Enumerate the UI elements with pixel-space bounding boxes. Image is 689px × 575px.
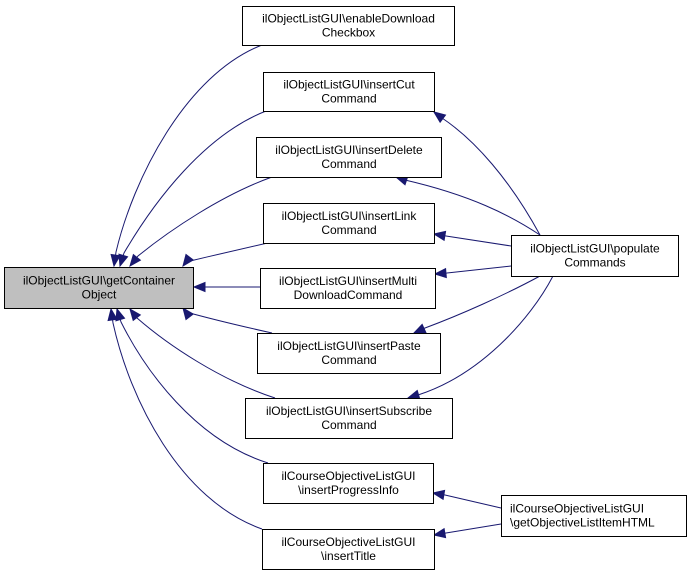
node-box — [256, 137, 442, 178]
node-label-line: ilCourseObjectiveListGUI — [510, 502, 644, 516]
edge-insertSubscribeCommand-to-root — [129, 307, 276, 399]
arrowhead-icon — [432, 230, 447, 242]
arrowhead-icon — [432, 527, 447, 539]
node-label-line: Object — [82, 288, 117, 302]
node-box — [501, 495, 687, 537]
nodes-layer: ilObjectListGUI\getContainerObjectilObje… — [4, 6, 687, 570]
node-box — [262, 529, 435, 570]
node-box — [511, 235, 679, 277]
arrowhead-icon — [406, 389, 421, 400]
arrowhead-icon — [110, 253, 121, 268]
node-box — [263, 72, 435, 112]
node-insertMultiDownloadCommand[interactable]: ilObjectListGUI\insertMultiDownloadComma… — [260, 268, 436, 309]
arrowhead-icon — [431, 489, 446, 501]
edge-insertTitle-to-root — [107, 307, 263, 530]
arrowhead-icon — [432, 111, 447, 124]
edge-populateCommands-to-insertLinkCommand — [432, 230, 512, 247]
edge-line — [182, 241, 273, 267]
node-insertTitle[interactable]: ilCourseObjectiveListGUI\insertTitle — [262, 529, 435, 570]
edge-insertLinkCommand-to-root — [182, 241, 273, 268]
node-label-line: DownloadCommand — [294, 288, 403, 302]
edge-populateCommands-to-insertMultiDownloadCommand — [433, 265, 512, 279]
edge-insertMultiDownloadCommand-to-root — [192, 281, 260, 293]
edge-insertProgressInfo-to-root — [115, 307, 269, 464]
node-label-line: Checkbox — [322, 26, 375, 40]
edge-populateCommands-to-insertPasteCommand — [412, 275, 541, 334]
edge-line — [413, 275, 541, 334]
node-label-line: ilObjectListGUI\insertPaste — [277, 339, 421, 353]
arrowhead-icon — [115, 307, 126, 322]
arrowhead-icon — [107, 307, 118, 322]
edge-line — [433, 233, 512, 247]
arrowhead-icon — [182, 253, 195, 268]
node-label-line: \insertTitle — [321, 549, 376, 563]
node-label-line: Command — [321, 92, 376, 106]
node-box — [257, 333, 441, 374]
node-label-line: Command — [321, 157, 376, 171]
arrowhead-icon — [412, 323, 427, 334]
edge-line — [110, 308, 263, 530]
edge-getObjectiveListItemHTML-to-insertProgressInfo — [431, 489, 502, 509]
node-label-line: ilObjectListGUI\insertLink — [282, 209, 418, 223]
node-label-line: ilObjectListGUI\insertCut — [283, 78, 415, 92]
edge-line — [129, 308, 276, 399]
arrowhead-icon — [182, 306, 195, 321]
node-box — [242, 6, 455, 46]
node-box — [245, 398, 453, 439]
node-label-line: ilObjectListGUI\enableDownload — [262, 12, 435, 26]
node-label-line: ilObjectListGUI\getContainer — [23, 274, 175, 288]
node-label-line: ilObjectListGUI\populate — [530, 242, 660, 256]
node-label-line: Command — [321, 353, 376, 367]
arrowhead-icon — [118, 253, 129, 268]
node-label-line: ilCourseObjectiveListGUI — [281, 535, 415, 549]
edge-getObjectiveListItemHTML-to-insertTitle — [432, 523, 502, 539]
node-label-line: ilObjectListGUI\insertDelete — [275, 143, 423, 157]
node-insertProgressInfo[interactable]: ilCourseObjectiveListGUI\insertProgressI… — [263, 463, 434, 504]
edge-line — [182, 307, 273, 334]
edge-insertCutCommand-to-root — [118, 110, 267, 268]
node-box — [263, 203, 435, 244]
edge-line — [395, 176, 541, 236]
arrowhead-icon — [129, 307, 142, 322]
edge-line — [433, 111, 541, 236]
node-label-line: ilObjectListGUI\insertSubscribe — [266, 404, 432, 418]
arrowhead-icon — [433, 267, 447, 279]
node-label-line: \getObjectiveListItemHTML — [510, 516, 655, 530]
edge-line — [116, 308, 269, 464]
node-getObjectiveListItemHTML[interactable]: ilCourseObjectiveListGUI\getObjectiveLis… — [501, 495, 687, 537]
edge-line — [407, 275, 554, 399]
node-label-line: Commands — [564, 256, 625, 270]
edge-insertDeleteCommand-to-root — [129, 176, 273, 268]
root-node-box — [4, 267, 194, 309]
edge-enableDownloadCheckbox-to-root — [110, 44, 263, 268]
node-label-line: Command — [321, 418, 376, 432]
node-label-line: \insertProgressInfo — [298, 483, 399, 497]
node-label-line: ilCourseObjectiveListGUI — [281, 469, 415, 483]
arrowhead-icon — [129, 253, 142, 268]
edge-populateCommands-to-insertCutCommand — [432, 111, 541, 236]
edge-line — [129, 176, 273, 267]
arrowhead-icon — [192, 281, 206, 293]
edge-line — [113, 44, 263, 267]
node-box — [260, 268, 436, 309]
node-box — [263, 463, 434, 504]
edge-insertPasteCommand-to-root — [182, 306, 273, 334]
node-label-line: ilObjectListGUI\insertMulti — [279, 274, 417, 288]
edges-layer — [107, 44, 554, 539]
edge-line — [119, 110, 267, 267]
node-label-line: Command — [321, 223, 376, 237]
